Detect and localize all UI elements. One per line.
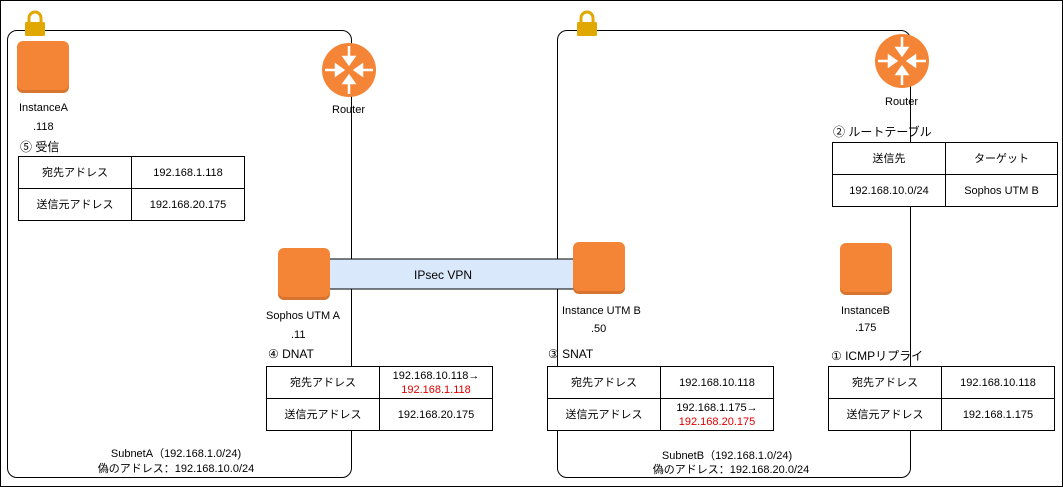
vpn-label: IPsec VPN bbox=[413, 268, 473, 282]
icmp-dest-value: 192.168.10.118 bbox=[941, 366, 1055, 399]
route-header-dest: 送信先 bbox=[832, 142, 946, 175]
instance-b-ip: .175 bbox=[855, 322, 877, 334]
icmp-title: ① ICMPリプライ bbox=[831, 349, 924, 363]
dnat-dest-new: 192.168.1.118 bbox=[401, 383, 471, 396]
icmp-src-key: 送信元アドレス bbox=[828, 398, 942, 431]
table-row: 宛先アドレス 192.168.10.118 bbox=[828, 366, 1055, 399]
snat-dest-value: 192.168.10.118 bbox=[660, 366, 774, 399]
snat-title: ③ SNAT bbox=[548, 347, 594, 361]
router-icon bbox=[875, 34, 929, 88]
table-row: 送信元アドレス 192.168.1.175→ 192.168.20.175 bbox=[547, 398, 774, 431]
subnet-a-fake-caption: 偽のアドレス：192.168.10.0/24 bbox=[97, 463, 255, 475]
utm-b-icon bbox=[573, 242, 625, 294]
subnet-a-caption: SubnetA（192.168.1.0/24) bbox=[110, 448, 242, 460]
receive-dest-key: 宛先アドレス bbox=[18, 156, 132, 189]
dnat-src-key: 送信元アドレス bbox=[266, 398, 380, 431]
dnat-src-value: 192.168.20.175 bbox=[379, 398, 493, 431]
utm-a-ip: .11 bbox=[291, 329, 306, 341]
instance-a-name: InstanceA bbox=[19, 102, 68, 114]
instance-a-icon bbox=[17, 41, 69, 93]
table-row: 送信元アドレス 192.168.1.175 bbox=[828, 398, 1055, 431]
table-row: 192.168.10.0/24 Sophos UTM B bbox=[832, 174, 1058, 207]
route-dest-value: 192.168.10.0/24 bbox=[832, 174, 946, 207]
router-a-label: Router bbox=[332, 104, 366, 116]
table-row: 送信先 ターゲット bbox=[832, 142, 1058, 175]
snat-src-value: 192.168.1.175→ 192.168.20.175 bbox=[660, 398, 774, 431]
utm-b-ip: .50 bbox=[591, 323, 607, 335]
dnat-dest-value: 192.168.10.118→ 192.168.1.118 bbox=[379, 366, 493, 399]
dnat-dest-key: 宛先アドレス bbox=[266, 366, 380, 399]
table-row: 送信元アドレス 192.168.20.175 bbox=[266, 398, 493, 431]
receive-dest-value: 192.168.1.118 bbox=[131, 156, 245, 189]
utm-b-name: Instance UTM B bbox=[562, 305, 641, 317]
table-row: 宛先アドレス 192.168.10.118 bbox=[547, 366, 774, 399]
snat-dest-key: 宛先アドレス bbox=[547, 366, 661, 399]
receive-src-value: 192.168.20.175 bbox=[131, 188, 245, 221]
dnat-dest-old: 192.168.10.118→ bbox=[392, 369, 480, 382]
receive-title: ⑤ 受信 bbox=[20, 140, 60, 154]
route-table-title: ② ルートテーブル bbox=[833, 125, 932, 139]
table-row: 送信元アドレス 192.168.20.175 bbox=[18, 188, 245, 221]
route-table: 送信先 ターゲット 192.168.10.0/24 Sophos UTM B bbox=[832, 142, 1058, 207]
lock-icon bbox=[25, 10, 45, 36]
route-header-target: ターゲット bbox=[945, 142, 1058, 175]
instance-a-ip: .118 bbox=[33, 121, 54, 133]
utm-a-icon bbox=[278, 248, 330, 300]
subnet-b-caption: SubnetB（192.168.1.0/24) bbox=[661, 450, 793, 462]
snat-src-new: 192.168.20.175 bbox=[678, 415, 756, 428]
table-row: 宛先アドレス 192.168.1.118 bbox=[18, 156, 245, 189]
snat-src-key: 送信元アドレス bbox=[547, 398, 661, 431]
icmp-dest-key: 宛先アドレス bbox=[828, 366, 942, 399]
receive-src-key: 送信元アドレス bbox=[18, 188, 132, 221]
dnat-title: ④ DNAT bbox=[268, 347, 314, 361]
table-row: 宛先アドレス 192.168.10.118→ 192.168.1.118 bbox=[266, 366, 493, 399]
subnet-b-boundary bbox=[557, 30, 911, 478]
icmp-src-value: 192.168.1.175 bbox=[941, 398, 1055, 431]
dnat-table: 宛先アドレス 192.168.10.118→ 192.168.1.118 送信元… bbox=[266, 366, 493, 431]
router-b-label: Router bbox=[885, 96, 919, 108]
router-icon bbox=[322, 43, 376, 97]
subnet-a-boundary bbox=[7, 30, 352, 478]
utm-a-name: Sophos UTM A bbox=[266, 310, 340, 322]
snat-src-old: 192.168.1.175→ bbox=[676, 401, 758, 414]
lock-icon bbox=[577, 10, 597, 36]
receive-table: 宛先アドレス 192.168.1.118 送信元アドレス 192.168.20.… bbox=[18, 156, 245, 221]
instance-b-icon bbox=[840, 243, 892, 295]
subnet-b-fake-caption: 偽のアドレス：192.168.20.0/24 bbox=[652, 464, 810, 476]
snat-table: 宛先アドレス 192.168.10.118 送信元アドレス 192.168.1.… bbox=[547, 366, 774, 431]
instance-b-name: InstanceB bbox=[841, 305, 890, 317]
icmp-table: 宛先アドレス 192.168.10.118 送信元アドレス 192.168.1.… bbox=[828, 366, 1055, 431]
route-target-value: Sophos UTM B bbox=[945, 174, 1058, 207]
